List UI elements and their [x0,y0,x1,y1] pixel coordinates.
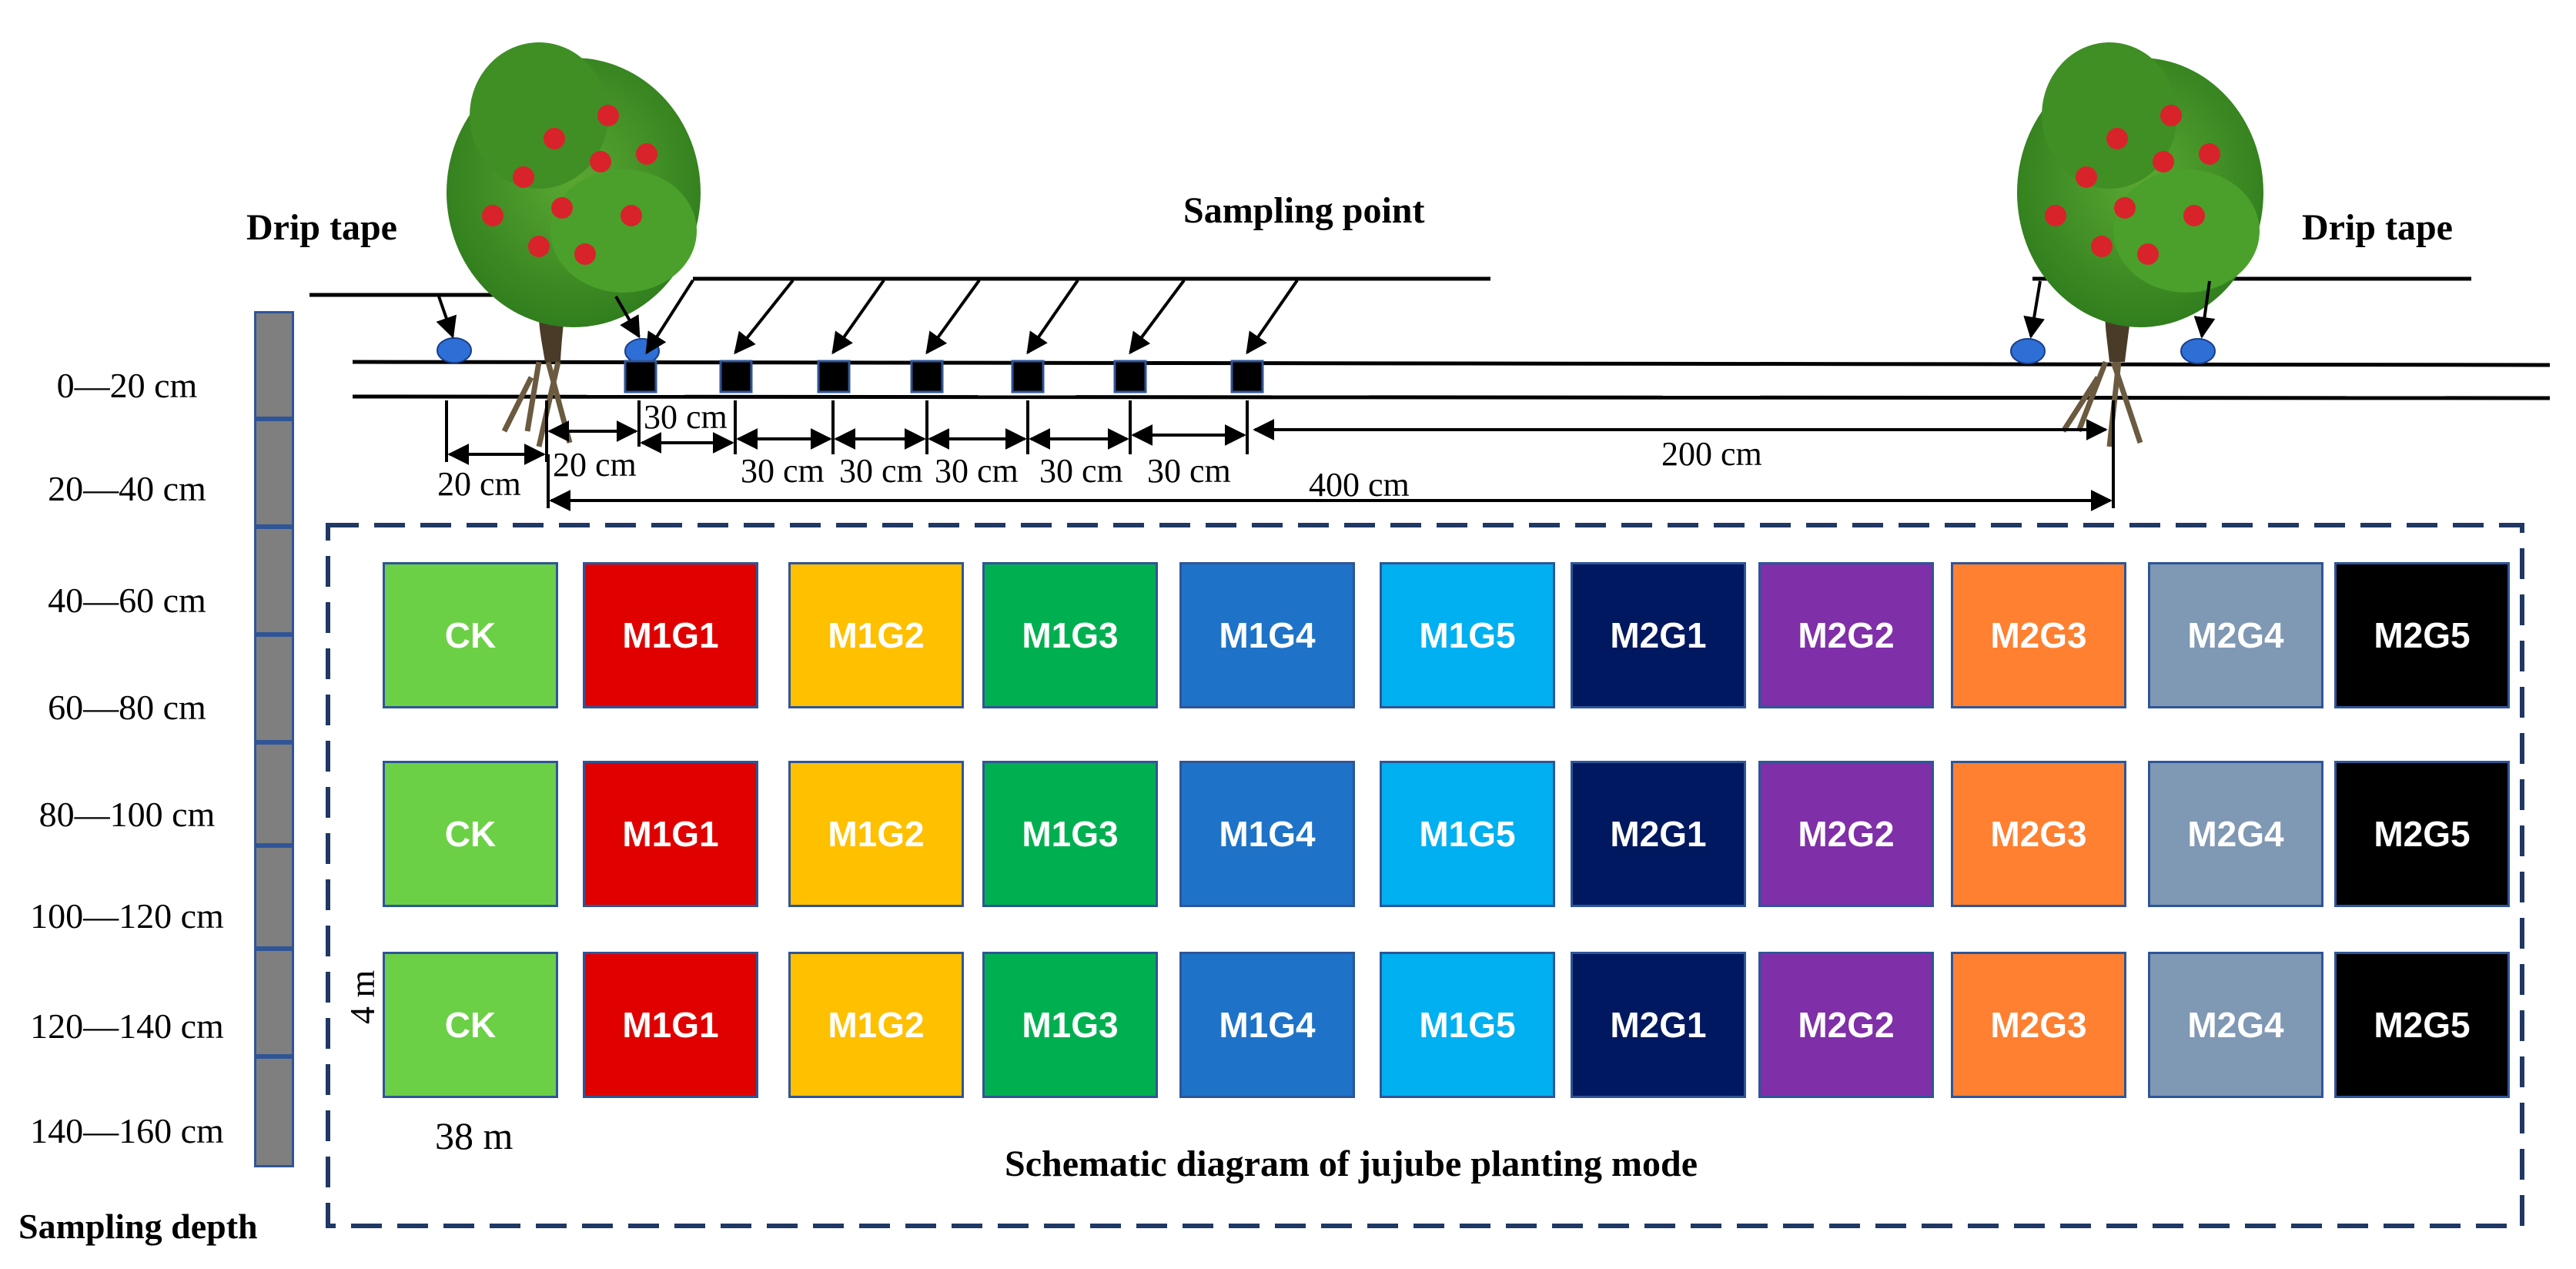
treatment-plot-m1g2: M1G2 [788,562,964,708]
plot-length-label: 4 m [343,969,382,1024]
dimension-label-30cm: 30 cm [644,398,728,436]
drip-tape-label-right: Drip tape [2302,207,2453,248]
drip-tape-label-left: Drip tape [246,207,397,248]
sampling-point-icon [624,360,657,393]
treatment-plot-m1g4: M1G4 [1179,761,1355,907]
jujube-tree-icon-left [447,42,701,447]
depth-label: 40—60 cm [48,581,206,620]
treatment-plot-m1g5: M1G5 [1380,952,1555,1098]
treatment-plot-m1g1: M1G1 [583,562,758,708]
drip-emitters [437,337,2216,364]
sampling-point-icon [817,360,851,393]
depth-label: 20—40 cm [48,469,206,508]
treatment-plot-m2g2: M2G2 [1758,952,1934,1098]
sampling-point-icon [1230,360,1264,393]
depth-label: 100—120 cm [30,896,224,936]
depth-cell [254,634,294,742]
depth-cell [254,949,294,1056]
dimension-label-30cm: 30 cm [1147,452,1231,490]
treatment-plot-m1g1: M1G1 [583,761,758,907]
treatment-plot-m1g5: M1G5 [1380,761,1555,907]
depth-cell [254,419,294,527]
treatment-plot-m2g1: M2G1 [1571,952,1746,1098]
treatment-plot-m2g4: M2G4 [2148,562,2323,708]
plot-width-label: 38 m [435,1114,514,1157]
sampling-points [624,360,1264,393]
treatment-plot-m2g5: M2G5 [2334,952,2510,1098]
depth-label: 0—20 cm [56,366,198,405]
drip-emitter-icon [2180,338,2216,364]
sampling-point-icon [1113,360,1147,393]
dimension-label-30cm: 30 cm [741,452,825,490]
sampling-point-icon [719,360,753,393]
depth-cell [254,1056,294,1167]
depth-cell [254,742,294,845]
dimension-label-20cm: 20 cm [437,465,521,503]
depth-label: 140—160 cm [30,1111,224,1150]
treatment-plot-m2g1: M2G1 [1571,562,1746,708]
treatment-plot-m1g4: M1G4 [1179,562,1355,708]
depth-cell [254,311,294,419]
treatment-plot-ck: CK [383,562,558,708]
treatment-plot-m2g1: M2G1 [1571,761,1746,907]
treatment-plot-ck: CK [383,952,558,1098]
dimension-label-200cm: 200 cm [1661,435,1762,473]
sampling-point-icon [910,360,944,393]
treatment-plot-m2g3: M2G3 [1951,761,2126,907]
sampling-depth-label: Sampling depth [18,1207,258,1246]
treatment-plot-m1g2: M1G2 [788,952,964,1098]
depth-label: 60—80 cm [48,688,206,727]
treatment-plot-m1g5: M1G5 [1380,562,1555,708]
treatment-plot-m2g4: M2G4 [2148,952,2323,1098]
drip-emitter-icon [437,337,472,363]
treatment-plot-ck: CK [383,761,558,907]
sampling-point-icon [1011,360,1045,393]
treatment-plot-m2g4: M2G4 [2148,761,2323,907]
treatment-plot-m1g3: M1G3 [982,952,1158,1098]
depth-label: 120—140 cm [30,1006,224,1046]
treatment-plot-m2g2: M2G2 [1758,562,1934,708]
treatment-plot-m1g3: M1G3 [982,562,1158,708]
dimension-label-30cm: 30 cm [935,452,1019,490]
depth-cell [254,527,294,634]
jujube-tree-icon-right [2017,42,2263,447]
treatment-plot-m2g5: M2G5 [2334,761,2510,907]
sampling-point-label: Sampling point [1183,190,1425,231]
dimension-label-30cm: 30 cm [839,452,923,490]
treatment-plot-m2g3: M2G3 [1951,952,2126,1098]
treatment-plot-m2g3: M2G3 [1951,562,2126,708]
treatment-plot-m1g4: M1G4 [1179,952,1355,1098]
treatment-plot-m1g3: M1G3 [982,761,1158,907]
depth-cell [254,845,294,949]
drip-emitter-icon [2010,338,2046,364]
dimension-label-30cm: 30 cm [1039,452,1123,490]
depth-label: 80—100 cm [38,795,216,834]
treatment-plot-m1g1: M1G1 [583,952,758,1098]
dimension-label-20cm: 20 cm [553,446,637,484]
treatment-plot-m2g5: M2G5 [2334,562,2510,708]
diagram-caption: Schematic diagram of jujube planting mod… [1005,1143,1698,1184]
treatment-plot-m2g2: M2G2 [1758,761,1934,907]
treatment-plot-m1g2: M1G2 [788,761,964,907]
dimension-label-400cm: 400 cm [1309,466,1410,504]
